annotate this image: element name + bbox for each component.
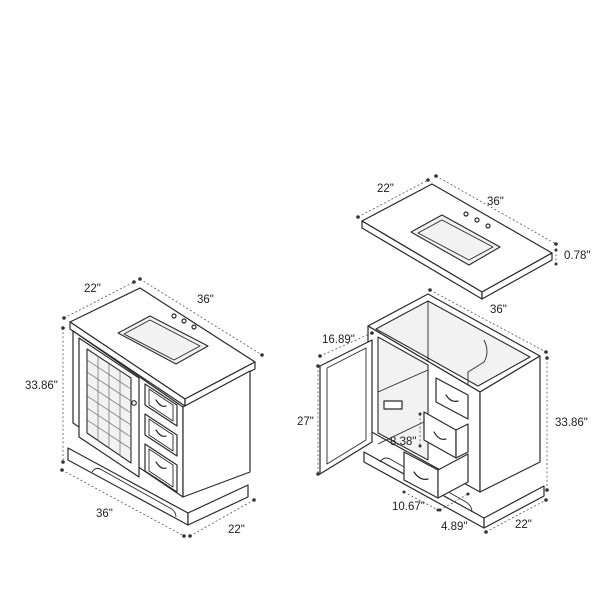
cabinet-width-label: 36"	[490, 304, 507, 316]
cabinet-door-opening	[377, 336, 429, 461]
assembled-countertop-side	[184, 361, 256, 407]
assembled-sink-basin	[117, 315, 209, 365]
countertop-side-edge	[481, 252, 553, 300]
assembled-drawer-3-handle	[155, 461, 167, 469]
countertop-sink-inner	[417, 219, 494, 261]
cabinet-drawer-1-handle	[445, 394, 459, 402]
open-cabinet	[316, 288, 549, 534]
cabinet-drawer-depth-dimline	[439, 493, 469, 511]
cabinet-open-door	[319, 339, 373, 475]
cabinet-door-height-label: 27"	[297, 416, 314, 428]
cabinet-width-dimline	[429, 289, 547, 353]
cabinet-drawer-1	[435, 377, 469, 420]
cabinet-depth-dimline	[485, 499, 547, 533]
assembled-depth-dimline	[63, 281, 135, 319]
assembled-drawer-3-panel	[148, 448, 174, 488]
countertop-sink-basin	[410, 214, 501, 266]
cabinet-height-label: 33.86"	[555, 417, 588, 429]
assembled-base-cutout	[91, 467, 177, 518]
assembled-drawer-2-panel	[148, 418, 174, 452]
countertop-faucet-hole-1	[463, 211, 469, 217]
countertop-depth-dimline	[357, 179, 429, 218]
cabinet-open-door-edge	[326, 347, 367, 465]
assembled-lattice-pattern	[86, 356, 132, 456]
cabinet-drawer-width-label: 10.67"	[392, 501, 425, 513]
cabinet-door-width-dimline	[319, 332, 373, 357]
cabinet-door-width-label: 16.89"	[322, 334, 355, 346]
assembled-sink-inner	[123, 319, 201, 361]
cabinet-drawer-3-side	[437, 453, 469, 499]
cabinet-side	[479, 355, 541, 493]
assembled-faucet-hole-3	[191, 324, 197, 330]
assembled-bottom-width-label: 36"	[96, 508, 113, 520]
assembled-drawer-2-handle	[155, 429, 167, 437]
cabinet-drawer-3-handle	[413, 471, 429, 480]
cabinet-drawer-2-handle	[433, 431, 447, 440]
assembled-bottom-depth-label: 22"	[228, 524, 245, 536]
countertop-faucet-hole-3	[485, 223, 491, 229]
countertop-width-dimline	[435, 175, 557, 245]
assembled-door-knob	[131, 400, 137, 406]
cabinet-shelf	[377, 369, 429, 445]
assembled-width-label: 36"	[197, 294, 214, 306]
assembled-faucet-hole-2	[181, 318, 187, 324]
assembled-base-side	[187, 484, 249, 526]
countertop-exploded	[356, 174, 558, 300]
countertop-depth-label: 22"	[377, 183, 394, 195]
cabinet-drawer-depth-label: 4.89"	[441, 521, 467, 533]
assembled-vanity	[60, 277, 264, 538]
countertop-thickness-label: 0.78"	[564, 250, 590, 262]
cabinet-divider	[467, 339, 488, 440]
assembled-drawer-1-panel	[148, 388, 174, 422]
countertop-faucet-hole-2	[474, 217, 480, 223]
assembled-faucet-hole-1	[171, 313, 177, 319]
assembled-width-dimline	[139, 278, 263, 356]
assembled-drawer-1-handle	[155, 399, 167, 407]
assembled-cabinet-side	[182, 370, 251, 498]
assembled-height-label: 33.86"	[25, 380, 58, 392]
cabinet-depth-label: 22"	[515, 519, 532, 531]
cabinet-outlet-box	[383, 400, 403, 410]
cabinet-interior-back	[375, 300, 531, 387]
cabinet-drawer-height-label: 8.38"	[390, 436, 416, 448]
assembled-depth-label: 22"	[84, 283, 101, 295]
cabinet-base-side	[483, 485, 545, 529]
cabinet-drawer-2-side	[455, 423, 469, 459]
countertop-width-label: 36"	[487, 196, 504, 208]
